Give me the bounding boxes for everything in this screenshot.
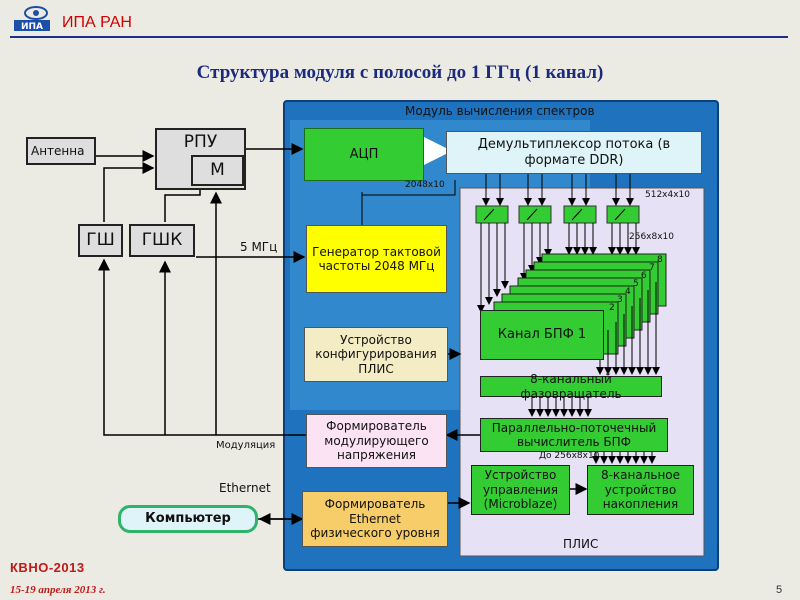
- bus-to-256x8x10-label: До 256x8x10: [539, 451, 600, 461]
- control-unit-block: Устройство управления (Microblaze): [471, 465, 570, 515]
- ethernet-phy-label: Формирователь Ethernet физического уровн…: [310, 497, 440, 541]
- fft-num-4: 4: [625, 287, 631, 297]
- gsh-label: ГШ: [86, 230, 115, 251]
- adc-label: АЦП: [349, 146, 379, 162]
- plis-label: ПЛИС: [563, 537, 599, 551]
- m-label: М: [210, 160, 225, 181]
- freq-5mhz-label: 5 МГц: [240, 240, 278, 254]
- config-block: Устройство конфигурирования ПЛИС: [304, 327, 448, 382]
- config-label: Устройство конфигурирования ПЛИС: [315, 332, 437, 376]
- clock-generator-block: Генератор тактовой частоты 2048 МГц: [306, 225, 447, 293]
- header-divider: [10, 36, 788, 38]
- rpu-label: РПУ: [183, 132, 218, 152]
- gshk-block: ГШК: [129, 224, 195, 257]
- parallel-fft-block: Параллельно-поточечный вычислитель БПФ: [480, 418, 668, 452]
- fft-channel-1-label: Канал БПФ 1: [497, 327, 587, 343]
- adc-block: АЦП: [304, 128, 424, 181]
- demux-label: Демультиплексор потока (в формате DDR): [477, 136, 671, 168]
- ethernet-phy-block: Формирователь Ethernet физического уровн…: [302, 491, 448, 547]
- parallel-fft-label: Параллельно-поточечный вычислитель БПФ: [491, 420, 657, 449]
- gsh-block: ГШ: [78, 224, 123, 257]
- fft-channel-1-block: Канал БПФ 1: [480, 310, 604, 360]
- computer-label: Компьютер: [145, 511, 231, 527]
- ethernet-label: Ethernet: [219, 481, 271, 495]
- bus-512x4x10-label: 512x4x10: [645, 190, 691, 200]
- clock-generator-label: Генератор тактовой частоты 2048 МГц: [312, 244, 441, 273]
- conference-dates: 15-19 апреля 2013 г.: [10, 584, 106, 596]
- control-unit-label: Устройство управления (Microblaze): [483, 468, 558, 512]
- fft-num-8: 8: [657, 255, 663, 265]
- svg-text:ИПА: ИПА: [21, 22, 43, 32]
- accumulator-label: 8-канальное устройство накопления: [600, 468, 681, 512]
- page-number: 5: [776, 584, 783, 596]
- bus-256x8x10-label: 256x8x10: [629, 232, 675, 242]
- modulation-label: Модуляция: [216, 440, 276, 451]
- fft-num-3: 3: [617, 295, 623, 305]
- antenna-label: Антенна: [31, 143, 85, 158]
- demux-block: Демультиплексор потока (в формате DDR): [446, 131, 702, 174]
- fft-num-5: 5: [633, 279, 639, 289]
- fft-num-7: 7: [649, 263, 655, 273]
- institute-logo-icon: ИПА: [12, 4, 52, 32]
- slide-title: Структура модуля с полосой до 1 ГГц (1 к…: [196, 62, 604, 83]
- fft-num-6: 6: [641, 271, 647, 281]
- bus-2048x10-label: 2048x10: [405, 180, 445, 190]
- computer-button[interactable]: Компьютер: [118, 505, 258, 533]
- gshk-label: ГШК: [141, 230, 183, 251]
- modulator-label: Формирователь модулирующего напряжения: [324, 419, 429, 463]
- antenna-block: Антенна: [26, 137, 96, 165]
- fft-num-2: 2: [609, 303, 615, 313]
- conference-name: КВНО-2013: [10, 560, 85, 575]
- phase-rotator-block: 8-канальный фазовращатель: [480, 372, 662, 401]
- m-block: М: [191, 155, 244, 186]
- modulator-block: Формирователь модулирующего напряжения: [306, 414, 447, 468]
- split-switches: [475, 205, 640, 224]
- organization-name: ИПА РАН: [62, 14, 132, 31]
- phase-rotator-label: 8-канальный фазовращатель: [520, 372, 622, 401]
- accumulator-block: 8-канальное устройство накопления: [587, 465, 694, 515]
- module-label: Модуль вычисления спектров: [405, 104, 595, 118]
